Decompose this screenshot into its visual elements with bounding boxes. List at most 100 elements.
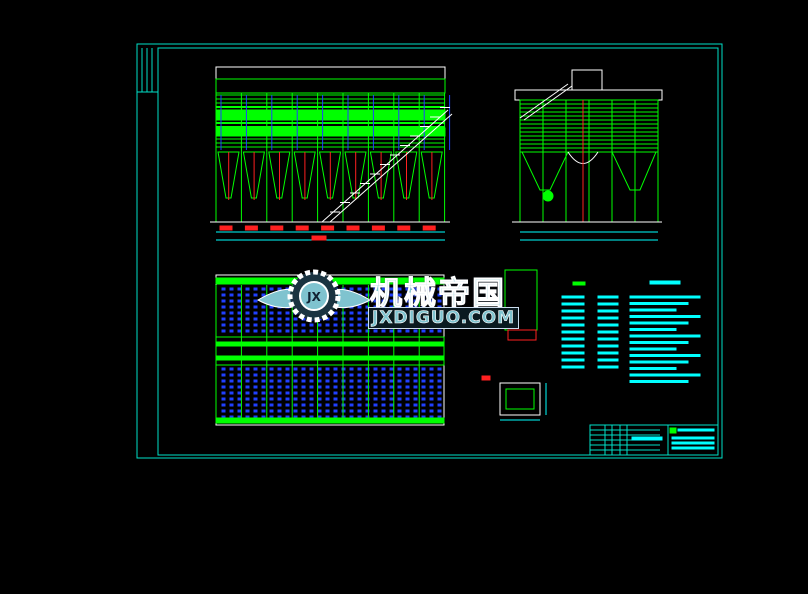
top-platform [514,89,663,101]
filter-bag [253,293,258,297]
filter-bag [317,397,322,401]
filter-bag [357,403,362,407]
filter-bag [229,329,234,333]
filter-bag [421,287,426,291]
plan-header [215,336,445,366]
note-value [597,344,619,348]
filter-bag [381,409,386,413]
filter-bag [397,379,402,383]
filter-bag [317,323,322,327]
filter-bag [405,397,410,401]
filter-bag [317,409,322,413]
front-elevation [210,66,453,241]
filter-bag [253,305,258,309]
filter-bag [389,385,394,389]
filter-bag [245,403,250,407]
filter-bag [381,373,386,377]
filter-bag [261,409,266,413]
filter-bag [245,373,250,377]
filter-bag [333,385,338,389]
filter-bag [437,391,442,395]
filter-bag [381,385,386,389]
spec-row [629,334,701,338]
note-row [561,337,585,341]
note-value [597,302,619,306]
spec-title [649,280,681,285]
filter-bag [437,385,442,389]
filter-bag [309,379,314,383]
filter-bag [261,317,266,321]
filter-bag [293,391,298,395]
filter-bag [253,403,258,407]
filter-bag [261,305,266,309]
side-elevation [512,69,663,241]
filter-bag [437,367,442,371]
filter-bag [245,305,250,309]
dimension-text [346,225,360,231]
hopper [319,151,342,199]
hopper [242,151,265,199]
filter-bag [293,397,298,401]
filter-bag [437,329,442,333]
filter-bag [237,379,242,383]
filter-bag [405,379,410,383]
filter-bag [277,385,282,389]
filter-bag [277,329,282,333]
filter-bag [261,287,266,291]
filter-bag [253,311,258,315]
filter-bag [269,323,274,327]
filter-bag [373,367,378,371]
filter-bag [245,287,250,291]
casing-band [215,127,446,137]
hopper [268,151,291,199]
note-row [561,295,585,299]
drawing-frame [136,43,723,459]
filter-bag [325,373,330,377]
spec-row [629,347,677,351]
filter-bag [253,299,258,303]
note-row [561,351,585,355]
outer-border [136,43,723,459]
filter-bag [429,403,434,407]
filter-bag [365,409,370,413]
filter-bag [333,329,338,333]
filter-bag [373,385,378,389]
filter-bag [269,403,274,407]
filter-bag [357,397,362,401]
filter-bag [349,323,354,327]
hopper [420,151,443,199]
note-value [597,358,619,362]
filter-bag [357,409,362,413]
filter-bag [269,367,274,371]
filter-bag [365,287,370,291]
filter-bag [325,391,330,395]
filter-bag [229,311,234,315]
filter-bag [389,367,394,371]
note-row [561,323,585,327]
note-value [597,337,619,341]
dimension-text [422,225,436,231]
filter-bag [437,409,442,413]
filter-bag [389,397,394,401]
filter-bag [277,311,282,315]
filter-bag [293,317,298,321]
watermark-domain: JXDIGUO.COM [368,307,520,329]
detail-b-outer [499,382,541,416]
filter-bag [221,323,226,327]
filter-bag [381,397,386,401]
notes-title [572,281,586,286]
filter-bag [437,287,442,291]
filter-bag [413,367,418,371]
filter-bag [237,385,242,389]
filter-bag [349,329,354,333]
filter-bag [429,367,434,371]
filter-bag [221,385,226,389]
filter-bag [261,385,266,389]
filter-bag [373,391,378,395]
filter-bag [237,403,242,407]
filter-bag [301,397,306,401]
dimension-text [270,225,284,231]
dimension-text [321,225,335,231]
filter-bag [293,379,298,383]
